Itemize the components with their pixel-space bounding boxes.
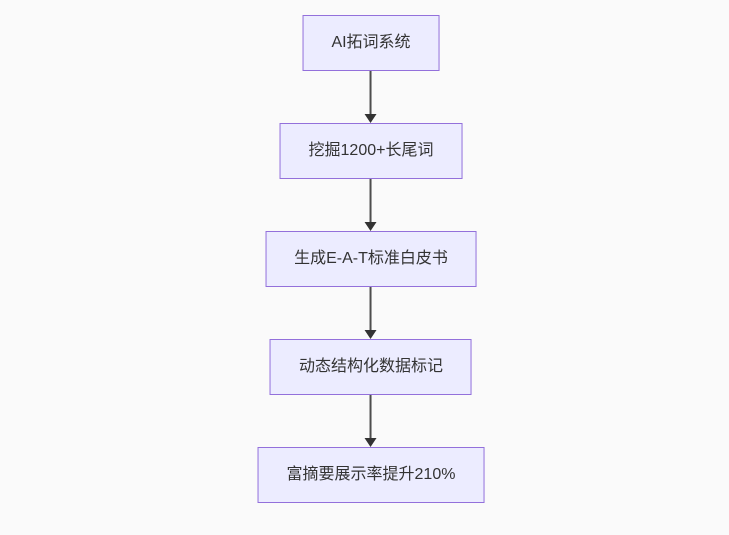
flow-node-label: 生成E-A-T标准白皮书	[294, 250, 448, 268]
flow-node-rich-snippet: 富摘要展示率提升210%	[257, 447, 485, 503]
flow-node-label: 富摘要展示率提升210%	[286, 466, 456, 484]
arrow-head-icon	[365, 222, 377, 231]
flow-node-eat-whitepaper: 生成E-A-T标准白皮书	[265, 231, 477, 287]
flow-arrow	[365, 287, 377, 339]
arrow-head-icon	[365, 114, 377, 123]
arrow-line	[370, 395, 372, 438]
flow-node-label: 动态结构化数据标记	[298, 358, 443, 376]
arrow-line	[370, 287, 372, 330]
arrow-line	[370, 71, 372, 114]
arrow-head-icon	[365, 438, 377, 447]
flow-arrow	[365, 395, 377, 447]
flow-arrow	[365, 179, 377, 231]
arrow-head-icon	[365, 330, 377, 339]
flow-node-label: AI拓词系统	[331, 34, 411, 52]
flow-node-ai-system: AI拓词系统	[302, 15, 440, 71]
arrow-line	[370, 179, 372, 222]
flow-node-longtail-words: 挖掘1200+长尾词	[279, 123, 463, 179]
flow-arrow	[365, 71, 377, 123]
flowchart: AI拓词系统 挖掘1200+长尾词 生成E-A-T标准白皮书 动态结构化数据标记	[257, 15, 485, 503]
flow-node-label: 挖掘1200+长尾词	[308, 142, 434, 160]
flow-node-structured-data: 动态结构化数据标记	[269, 339, 472, 395]
